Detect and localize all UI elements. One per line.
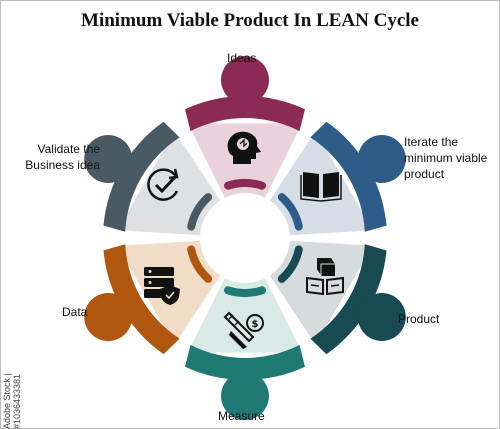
segment-validate-inner-arc xyxy=(187,193,213,231)
validate-label: Validate the Business idea xyxy=(25,142,100,172)
segment-measure-inner-arc xyxy=(224,286,266,297)
measure-label: Measure xyxy=(218,409,265,423)
diagram-title: Minimum Viable Product In LEAN Cycle xyxy=(81,10,419,31)
ideas-label: Ideas xyxy=(227,51,257,65)
measure-tools-icon: $ xyxy=(223,311,264,349)
segment-product xyxy=(269,240,406,355)
segment-validate-knob xyxy=(84,135,133,183)
segment-measure-knob xyxy=(221,372,269,420)
database-shield-icon xyxy=(144,267,180,305)
iterate-label: Iterate the minimum viable product xyxy=(404,135,488,181)
segment-product-inner-arc xyxy=(277,245,303,283)
svg-text:$: $ xyxy=(252,319,259,330)
box-manual-icon xyxy=(306,258,344,296)
segment-iterate xyxy=(269,121,406,236)
data-label: Data xyxy=(62,305,88,319)
segment-product-knob xyxy=(357,293,406,341)
segment-ideas-band xyxy=(185,96,305,132)
segment-iterate-knob xyxy=(357,135,406,183)
segment-data-knob xyxy=(84,293,133,341)
segment-data-inner-arc xyxy=(187,245,213,283)
segment-ideas-inner-arc xyxy=(224,179,266,190)
segment-ideas-knob xyxy=(221,56,269,104)
segment-iterate-band xyxy=(310,121,387,232)
product-label: Product xyxy=(398,312,440,326)
book-icon xyxy=(300,172,342,202)
segment-measure-fill xyxy=(187,278,303,353)
check-cycle-icon xyxy=(147,168,179,201)
segment-product-band xyxy=(310,244,387,355)
segment-iterate-inner-arc xyxy=(277,193,303,231)
stock-watermark-id: Adobe Stock | #1036433381 xyxy=(2,373,22,429)
segment-data-band xyxy=(103,244,180,355)
segment-measure xyxy=(185,278,305,420)
segment-measure-band xyxy=(185,344,305,380)
segment-validate-band xyxy=(103,121,180,232)
brain-bulb-icon xyxy=(227,131,261,164)
